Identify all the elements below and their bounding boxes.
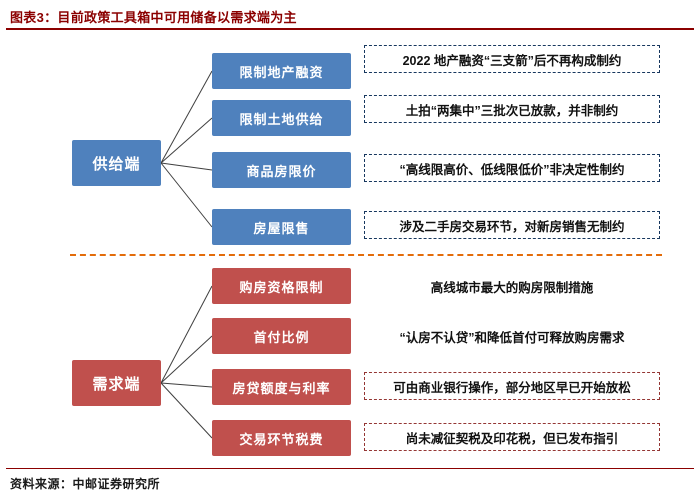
supply-desc-sale-restriction: 涉及二手房交易环节，对新房销售无制约 [364,211,660,239]
demand-desc-transaction-taxes: 尚未减征契税及印花税，但已发布指引 [364,423,660,451]
supply-side-label: 供给端 [72,140,161,186]
demand-item-purchase-qualification: 购房资格限制 [212,268,351,304]
footer-rule [6,468,694,469]
demand-item-mortgage-quota-rate: 房贷额度与利率 [212,369,351,405]
demand-item-down-payment-ratio: 首付比例 [212,318,351,354]
supply-item-restrict-land-supply: 限制土地供给 [212,100,351,136]
demand-desc-purchase-qualification: 高线城市最大的购房限制措施 [364,272,660,300]
source-note: 资料来源：中邮证券研究所 [10,477,161,491]
demand-desc-mortgage-quota-rate: 可由商业银行操作，部分地区早已开始放松 [364,372,660,400]
supply-desc-restrict-financing: 2022 地产融资“三支箭”后不再构成制约 [364,45,660,73]
section-divider [70,254,662,256]
supply-item-sale-restriction: 房屋限售 [212,209,351,245]
supply-item-housing-price-cap: 商品房限价 [212,152,351,188]
demand-desc-down-payment-ratio: “认房不认贷”和降低首付可释放购房需求 [364,322,660,350]
title-rule [6,28,694,30]
supply-desc-housing-price-cap: “高线限高价、低线限低价”非决定性制约 [364,154,660,182]
supply-item-restrict-financing: 限制地产融资 [212,53,351,89]
supply-desc-restrict-land-supply: 土拍“两集中”三批次已放款，并非制约 [364,95,660,123]
demand-side-label: 需求端 [72,360,161,406]
demand-item-transaction-taxes: 交易环节税费 [212,420,351,456]
figure-title: 图表3：目前政策工具箱中可用储备以需求端为主 [10,10,297,25]
